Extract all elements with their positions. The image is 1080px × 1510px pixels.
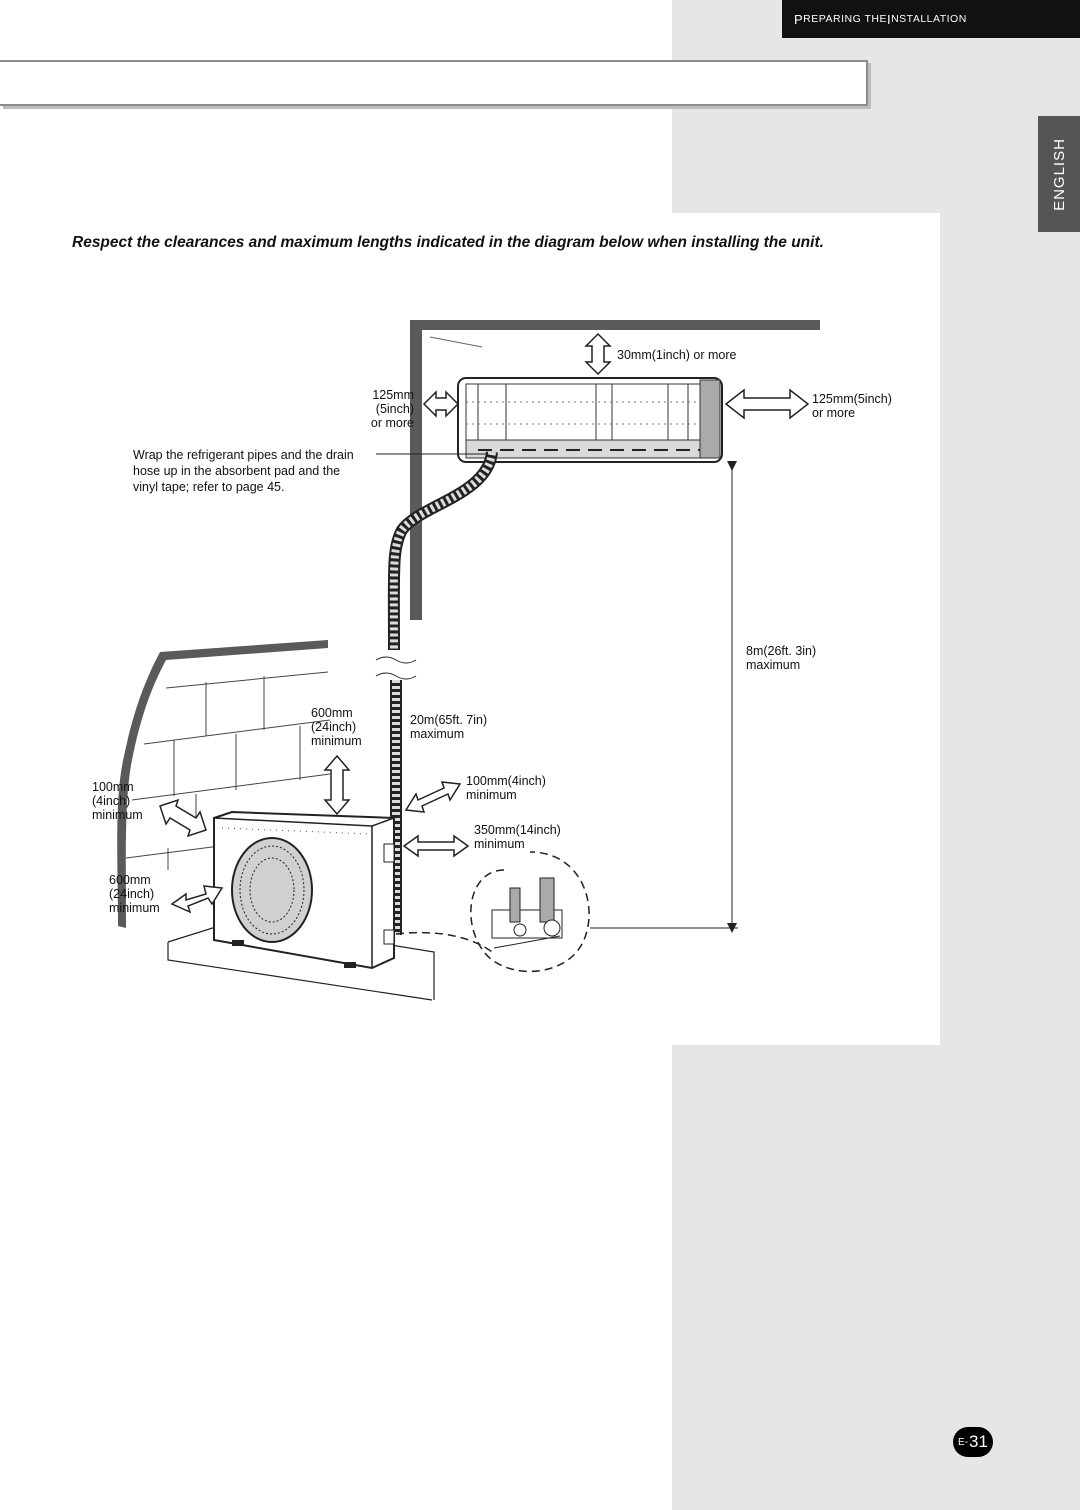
- label-line: minimum: [466, 788, 517, 802]
- content-panel: [0, 213, 940, 1045]
- title-box: [0, 60, 868, 106]
- indoor-wall: [410, 320, 820, 620]
- label-line: (5inch): [375, 402, 414, 416]
- label-line: minimum: [92, 808, 143, 822]
- label-line: or more: [812, 406, 856, 420]
- note-line: hose up in the absorbent pad and the: [133, 464, 341, 478]
- label-line: maximum: [410, 727, 465, 741]
- note-line: vinyl tape; refer to page 45.: [133, 480, 285, 494]
- installation-diagram: [117, 320, 820, 1001]
- outdoor-wall: [117, 640, 331, 928]
- label-line: 20m(65ft. 7in): [410, 713, 488, 727]
- page-number: 31: [969, 1432, 988, 1451]
- top-clearance-label: 30mm(1inch) or more: [617, 348, 737, 362]
- outdoor-unit: [213, 810, 395, 970]
- label-line: minimum: [311, 734, 362, 748]
- outdoor-top-clearance-label: 600mm (24inch) minimum: [311, 706, 362, 748]
- page-number-badge: E-31: [953, 1427, 993, 1457]
- label-line: 600mm: [109, 873, 151, 887]
- label-line: 125mm(5inch): [812, 392, 892, 406]
- page-number-prefix: E-: [958, 1436, 969, 1448]
- header-text: P: [794, 11, 804, 27]
- label-line: 100mm(4inch): [466, 774, 546, 788]
- outdoor-right-clearance-label-1: 100mm(4inch) minimum: [466, 774, 546, 802]
- note-line: Wrap the refrigerant pipes and the drain: [133, 448, 354, 462]
- label-line: minimum: [109, 901, 160, 915]
- label-line: (24inch): [109, 887, 155, 901]
- language-tab-label: ENGLISH: [1050, 137, 1068, 211]
- outdoor-right-clearance-arrow-1: [404, 781, 462, 813]
- header-text: I: [886, 11, 892, 27]
- label-line: maximum: [746, 658, 801, 672]
- pipe-length-label: 20m(65ft. 7in) maximum: [410, 713, 487, 741]
- indoor-unit: [457, 377, 723, 463]
- top-clearance-arrow: [584, 332, 612, 376]
- label-line: 600mm: [311, 706, 353, 720]
- intro-text: Respect the clearances and maximum lengt…: [72, 234, 824, 251]
- label-line: (24inch): [311, 720, 357, 734]
- left-clearance-arrow: [422, 390, 460, 418]
- left-clearance-label: 125mm (5inch) or more: [366, 388, 414, 430]
- outdoor-front-clearance-arrow: [170, 885, 224, 914]
- height-max-label: 8m(26ft. 3in) maximum: [746, 644, 816, 672]
- label-line: (4inch): [92, 794, 131, 808]
- wrap-note: Wrap the refrigerant pipes and the drain…: [133, 447, 354, 495]
- language-tab: ENGLISH: [1038, 116, 1080, 232]
- outdoor-back-clearance-arrow: [159, 798, 207, 838]
- label-line: 100mm: [92, 780, 134, 794]
- outdoor-right-clearance-arrow-2: [402, 834, 470, 858]
- header-text: REPARING THE: [803, 13, 887, 25]
- height-dimension-line: [590, 461, 738, 933]
- label-line: or more: [370, 416, 414, 430]
- label-line: 350mm(14inch): [474, 823, 561, 837]
- label-line: 8m(26ft. 3in): [746, 644, 817, 658]
- label-line: 125mm: [372, 388, 414, 402]
- outdoor-right-clearance-label-2: 350mm(14inch) minimum: [474, 823, 561, 851]
- valve-detail-callout: [395, 851, 590, 972]
- right-clearance-label: 125mm(5inch) or more: [812, 392, 892, 420]
- right-clearance-arrow: [724, 388, 810, 420]
- refrigerant-pipe: [375, 450, 498, 935]
- label-line: minimum: [474, 837, 525, 851]
- outdoor-top-clearance-arrow: [323, 754, 351, 816]
- outdoor-front-clearance-label: 600mm (24inch) minimum: [109, 873, 160, 915]
- header-text: NSTALLATION: [891, 13, 967, 25]
- outdoor-back-clearance-label: 100mm (4inch) minimum: [92, 780, 143, 822]
